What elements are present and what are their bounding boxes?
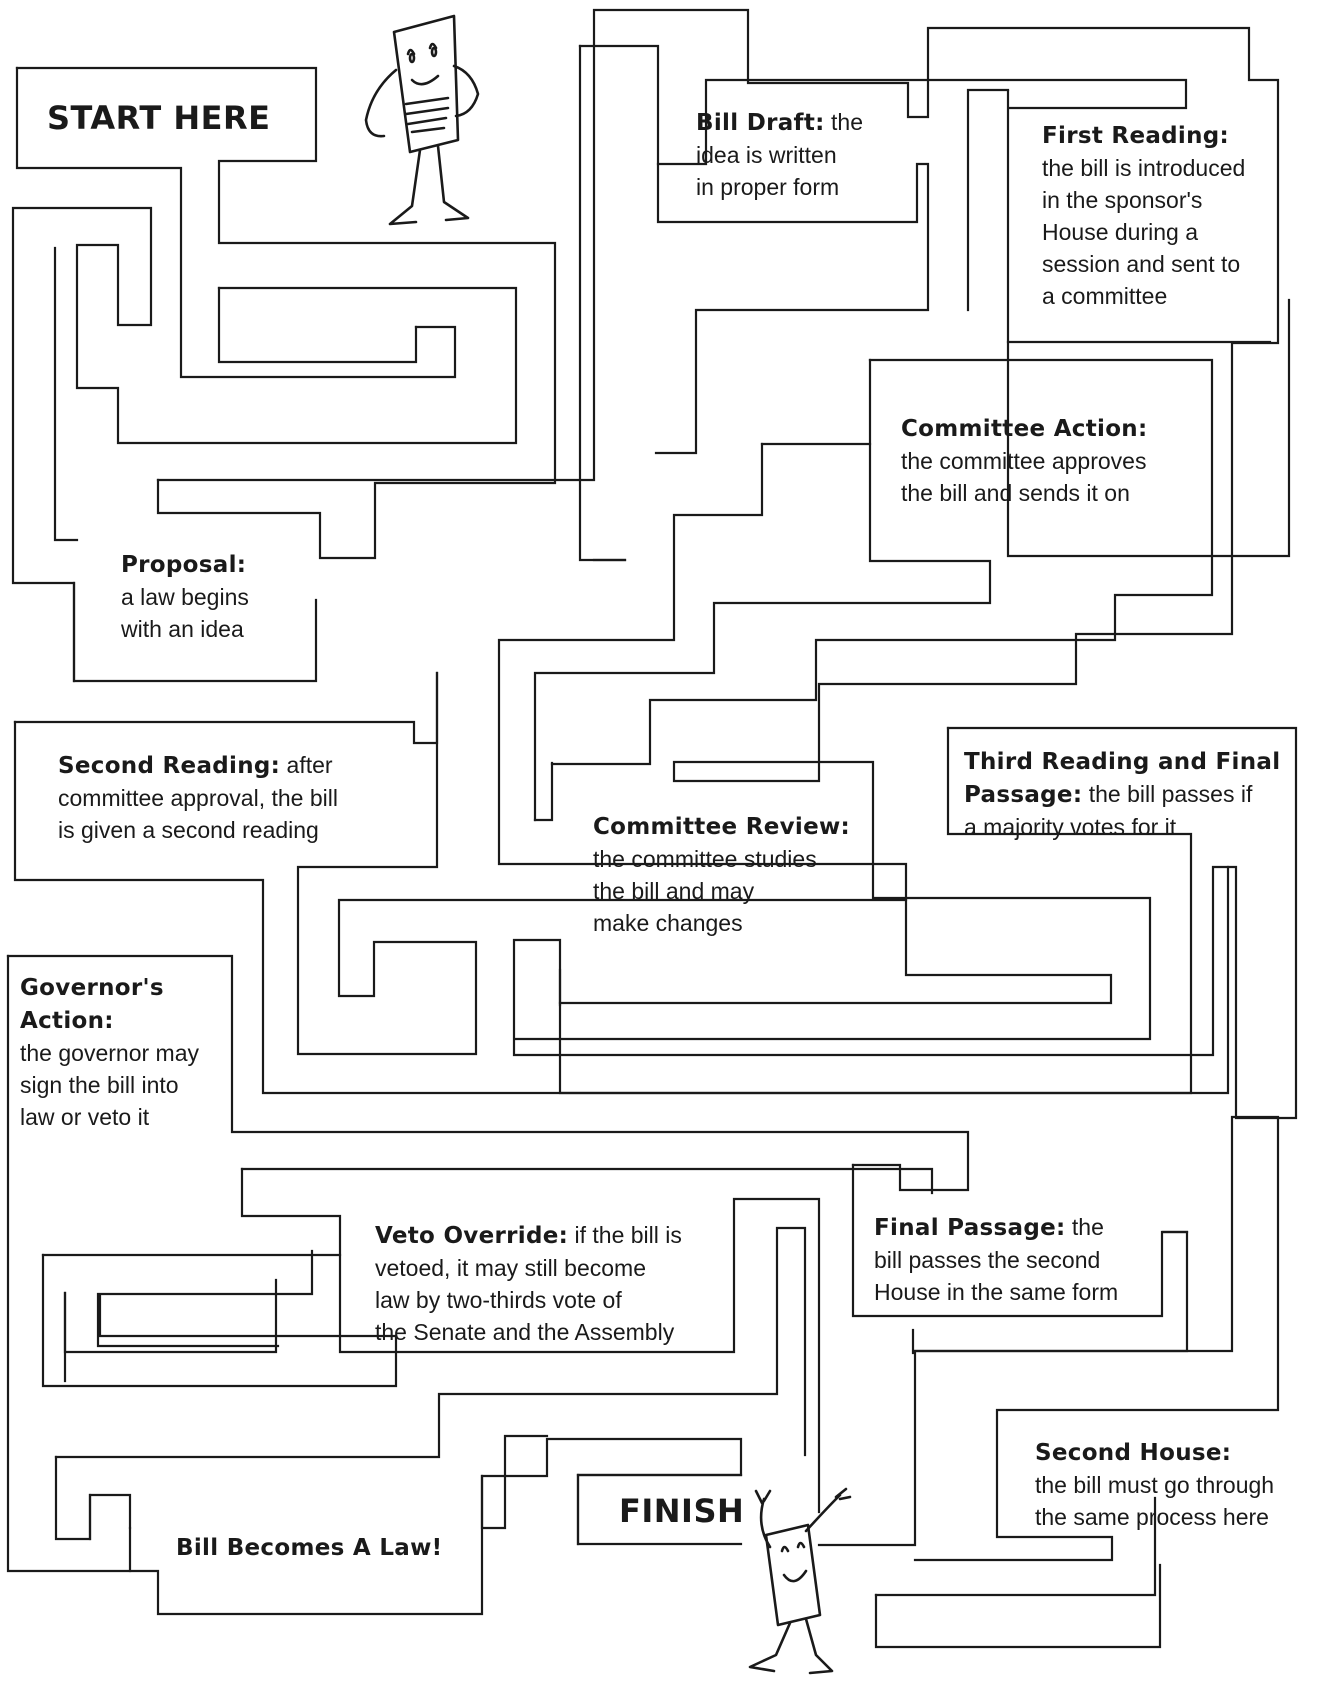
step-title-tail: after	[280, 752, 333, 778]
maze-wall	[15, 66, 457, 379]
step-title: Governor's	[20, 975, 164, 1001]
end-label-text: Bill Becomes A Law!	[176, 1535, 443, 1561]
step-title-2: Passage:	[964, 782, 1083, 808]
step-title-tail: if the bill is	[568, 1222, 682, 1248]
step-line: committee approval, the bill	[58, 785, 338, 811]
step-title: Committee Action:	[901, 416, 1148, 442]
finish-label: FINISH	[619, 1492, 745, 1530]
step-second-reading: Second Reading: after committee approval…	[58, 749, 338, 846]
maze-wall	[874, 1496, 1157, 1597]
maze-wall	[54, 1455, 132, 1541]
maze-wall	[96, 1292, 280, 1348]
maze-wall	[13, 671, 439, 745]
maze-wall	[913, 1115, 1280, 1562]
step-line: with an idea	[121, 616, 244, 642]
step-title: Veto Override:	[375, 1223, 569, 1249]
step-line: is given a second reading	[58, 817, 319, 843]
step-line: law by two-thirds vote of	[375, 1287, 622, 1313]
maze-wall	[512, 726, 1298, 1120]
maze-wall	[1006, 298, 1291, 558]
step-line: law or veto it	[20, 1104, 150, 1130]
bill-character-icon	[350, 10, 490, 232]
step-title: Committee Review:	[593, 814, 851, 840]
step-line: session and sent to	[1042, 251, 1241, 277]
step-line: in proper form	[696, 174, 840, 200]
maze-wall	[296, 671, 908, 1056]
step-title: First Reading:	[1042, 123, 1230, 149]
step-title-tail: the	[1065, 1214, 1104, 1240]
maze-wall	[240, 1167, 821, 1514]
step-line: the same process here	[1035, 1504, 1269, 1530]
maze-wall	[13, 720, 1230, 1095]
bill-character-drawing	[364, 14, 480, 226]
step-title: Bill Draft:	[696, 110, 825, 136]
cheering-bill-drawing	[748, 1487, 852, 1675]
step-second-house: Second House: the bill must go through t…	[1035, 1436, 1274, 1533]
step-title-2: Action:	[20, 1008, 114, 1034]
maze-wall	[54, 1226, 807, 1459]
step-line: the bill and sends it on	[901, 480, 1130, 506]
step-third-reading: Third Reading and Final Passage: the bil…	[964, 745, 1280, 843]
step-title: Third Reading and Final	[964, 749, 1281, 775]
step-line: the bill must go through	[1035, 1472, 1275, 1498]
end-label: Bill Becomes A Law!	[176, 1531, 442, 1564]
step-veto-override: Veto Override: if the bill is vetoed, it…	[375, 1219, 682, 1348]
maze-wall	[11, 206, 518, 683]
step-bill-draft: Bill Draft: the idea is written in prope…	[696, 106, 863, 203]
maze-wall	[480, 1434, 549, 1530]
maze-wall	[533, 358, 992, 822]
step-committee-action: Committee Action: the committee approves…	[901, 412, 1147, 509]
step-line: the committee studies	[593, 846, 817, 872]
step-line: a law begins	[121, 584, 249, 610]
step-line: the Senate and the Assembly	[375, 1319, 675, 1345]
step-line: make changes	[593, 910, 743, 936]
step-title: Second House:	[1035, 1440, 1232, 1466]
step-committee-review: Committee Review: the committee studies …	[593, 810, 850, 939]
maze-wall	[217, 286, 418, 364]
step-line: a committee	[1042, 283, 1168, 309]
maze-wall	[966, 88, 1010, 312]
step-line: the governor may	[20, 1040, 199, 1066]
step-first-reading: First Reading: the bill is introduced in…	[1042, 119, 1245, 312]
step-line: vetoed, it may still become	[375, 1255, 647, 1281]
step-line: the bill is introduced	[1042, 155, 1246, 181]
step-title-tail: the	[824, 109, 864, 135]
step-title: Second Reading:	[58, 753, 281, 779]
step-proposal: Proposal: a law begins with an idea	[121, 548, 249, 645]
step-final-passage: Final Passage: the bill passes the secon…	[874, 1211, 1118, 1308]
step-line: the committee approves	[901, 448, 1147, 474]
step-title-tail: the bill passes if	[1082, 781, 1253, 807]
maze-wall	[578, 44, 627, 562]
step-title: Proposal:	[121, 552, 247, 578]
step-line: the bill and may	[593, 878, 755, 904]
step-line: House during a	[1042, 219, 1198, 245]
maze-wall	[15, 66, 557, 560]
step-line: a majority votes for it	[964, 814, 1177, 840]
step-line: in the sponsor's	[1042, 187, 1203, 213]
cheering-bill-icon	[736, 1485, 876, 1678]
step-governors-action: Governor's Action: the governor may sign…	[20, 971, 199, 1133]
maze-wall	[654, 162, 930, 455]
maze-wall	[63, 1278, 278, 1354]
maze-wall	[53, 246, 79, 542]
step-line: sign the bill into	[20, 1072, 179, 1098]
maze-wall	[874, 1563, 1162, 1649]
maze-wall	[578, 44, 1272, 344]
step-line: House in the same form	[874, 1279, 1119, 1305]
start-label: START HERE	[47, 99, 271, 137]
step-line: bill passes the second	[874, 1247, 1101, 1273]
step-line: idea is written	[696, 142, 837, 168]
maze-wall	[41, 1249, 398, 1388]
maze-wall	[558, 726, 1193, 1095]
step-title: Final Passage:	[874, 1215, 1066, 1241]
maze-wall	[240, 1167, 934, 1195]
maze-wall	[550, 358, 1214, 766]
maze-wall	[533, 761, 554, 822]
maze-wall	[497, 442, 1113, 1005]
